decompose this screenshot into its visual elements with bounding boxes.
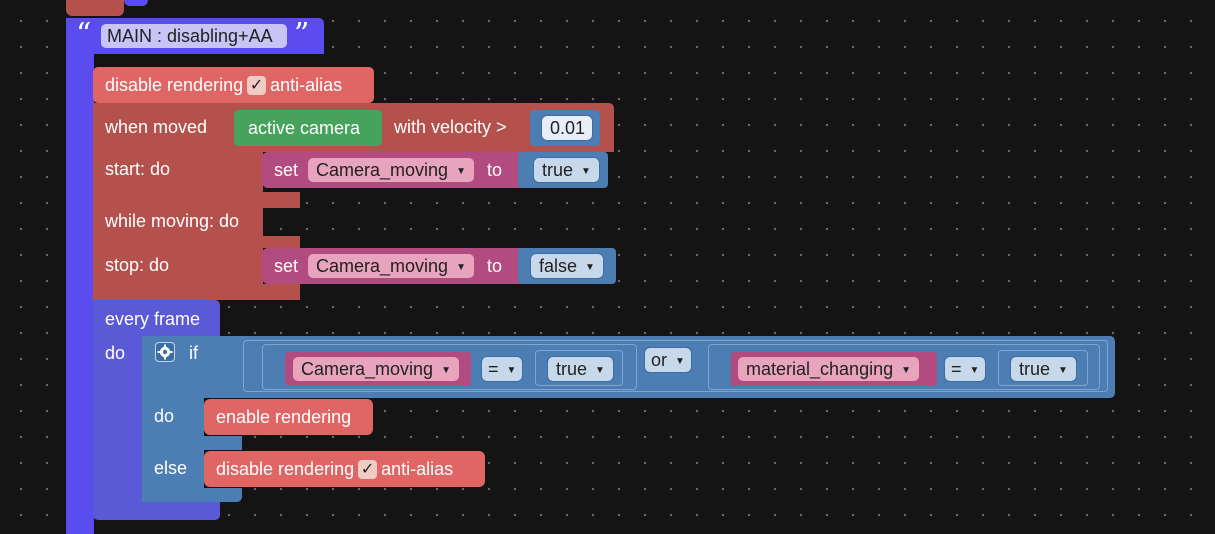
disable-rendering-block[interactable] — [93, 67, 374, 103]
false-value: false — [539, 256, 578, 276]
active-camera-block[interactable] — [234, 110, 382, 146]
disable-rendering-label: disable rendering — [105, 75, 244, 95]
left-variable-dropdown[interactable]: Camera_moving ▼ — [292, 356, 460, 382]
to-label-1: to — [487, 160, 503, 180]
right-operator-value: = — [951, 359, 962, 379]
else-disable-rendering-row: disable rendering✓anti-alias — [216, 458, 453, 480]
if-label: if — [189, 343, 198, 363]
if-block-body[interactable] — [142, 336, 204, 502]
right-true-value: true — [1019, 359, 1051, 379]
left-true-dropdown[interactable]: true ▼ — [547, 356, 614, 382]
or-condition-block[interactable] — [243, 340, 1108, 392]
set-label-2: set — [274, 256, 299, 276]
close-quote-icon: ” — [294, 17, 310, 52]
set-variable-dropdown-1[interactable]: Camera_moving ▼ — [307, 157, 475, 183]
upstream-block-fragment[interactable] — [66, 0, 124, 16]
when-moved-while-tab-2 — [263, 236, 300, 248]
set-variable-value-2: Camera_moving — [316, 256, 449, 276]
right-true-dropdown[interactable]: true ▼ — [1010, 356, 1077, 382]
set-label-1: set — [274, 160, 299, 180]
when-moved-while-tab — [263, 192, 300, 208]
right-variable-value: material_changing — [746, 359, 894, 379]
if-else-label: else — [154, 458, 188, 478]
to-label-2: to — [487, 256, 503, 276]
if-do-label: do — [154, 406, 175, 426]
chevron-down-icon: ▼ — [456, 166, 466, 177]
logic-operator-value: or — [651, 350, 668, 370]
chevron-down-icon: ▼ — [456, 262, 466, 273]
anti-alias-checkbox[interactable]: ✓ — [247, 76, 267, 95]
every-frame-block-bottom — [93, 502, 220, 520]
velocity-value-field[interactable]: 0.01 — [541, 115, 593, 141]
right-variable-dropdown[interactable]: material_changing ▼ — [737, 356, 920, 382]
gear-icon[interactable] — [155, 342, 175, 362]
set-variable-value-1: Camera_moving — [316, 160, 449, 180]
chevron-down-icon: ▼ — [969, 365, 980, 376]
left-operator-value: = — [488, 359, 499, 379]
else-disable-rendering-block[interactable] — [204, 451, 485, 487]
chevron-down-icon: ▼ — [901, 365, 911, 376]
else-anti-alias-label: anti-alias — [381, 459, 454, 479]
disable-rendering-label-row: disable rendering✓anti-alias — [105, 74, 342, 96]
chevron-down-icon: ▼ — [595, 365, 605, 376]
while-moving-label: while moving: do — [105, 211, 240, 231]
chevron-down-icon: ▼ — [675, 356, 685, 367]
enable-rendering-block[interactable] — [204, 399, 373, 435]
logic-operator-dropdown[interactable]: or ▼ — [644, 347, 692, 373]
left-operator-dropdown[interactable]: =▼ — [481, 356, 524, 382]
upstream-block-fragment-2 — [124, 0, 148, 6]
if-block-bottom — [142, 488, 242, 502]
true-dropdown-1[interactable]: true ▼ — [533, 157, 600, 183]
main-block-spine[interactable] — [66, 18, 94, 534]
every-frame-do-label: do — [105, 343, 126, 363]
enable-rendering-label: enable rendering — [216, 407, 352, 427]
chevron-down-icon: ▼ — [1058, 365, 1068, 376]
active-camera-label: active camera — [248, 118, 361, 138]
chevron-down-icon: ▼ — [441, 365, 451, 376]
chevron-down-icon: ▼ — [506, 365, 517, 376]
main-name-field[interactable] — [101, 24, 287, 48]
false-dropdown[interactable]: false ▼ — [530, 253, 604, 279]
anti-alias-label: anti-alias — [270, 75, 343, 95]
left-true-value: true — [556, 359, 588, 379]
start-do-label: start: do — [105, 159, 171, 179]
every-frame-label: every frame — [105, 309, 201, 329]
main-name-label: MAIN : disabling+AA — [107, 26, 273, 46]
chevron-down-icon: ▼ — [585, 262, 595, 273]
right-operator-dropdown[interactable]: =▼ — [944, 356, 987, 382]
else-anti-alias-checkbox[interactable]: ✓ — [358, 460, 378, 479]
every-frame-block-body[interactable] — [93, 300, 143, 508]
when-moved-label: when moved — [105, 117, 208, 137]
true-value-1: true — [542, 160, 574, 180]
chevron-down-icon: ▼ — [581, 166, 591, 177]
if-block-do-tab — [204, 436, 242, 450]
when-moved-block-bottom — [93, 284, 300, 300]
else-disable-rendering-label: disable rendering — [216, 459, 355, 479]
open-quote-icon: “ — [76, 17, 92, 52]
velocity-label: with velocity > — [394, 117, 507, 137]
left-variable-value: Camera_moving — [301, 359, 434, 379]
stop-do-label: stop: do — [105, 255, 170, 275]
set-variable-dropdown-2[interactable]: Camera_moving ▼ — [307, 253, 475, 279]
